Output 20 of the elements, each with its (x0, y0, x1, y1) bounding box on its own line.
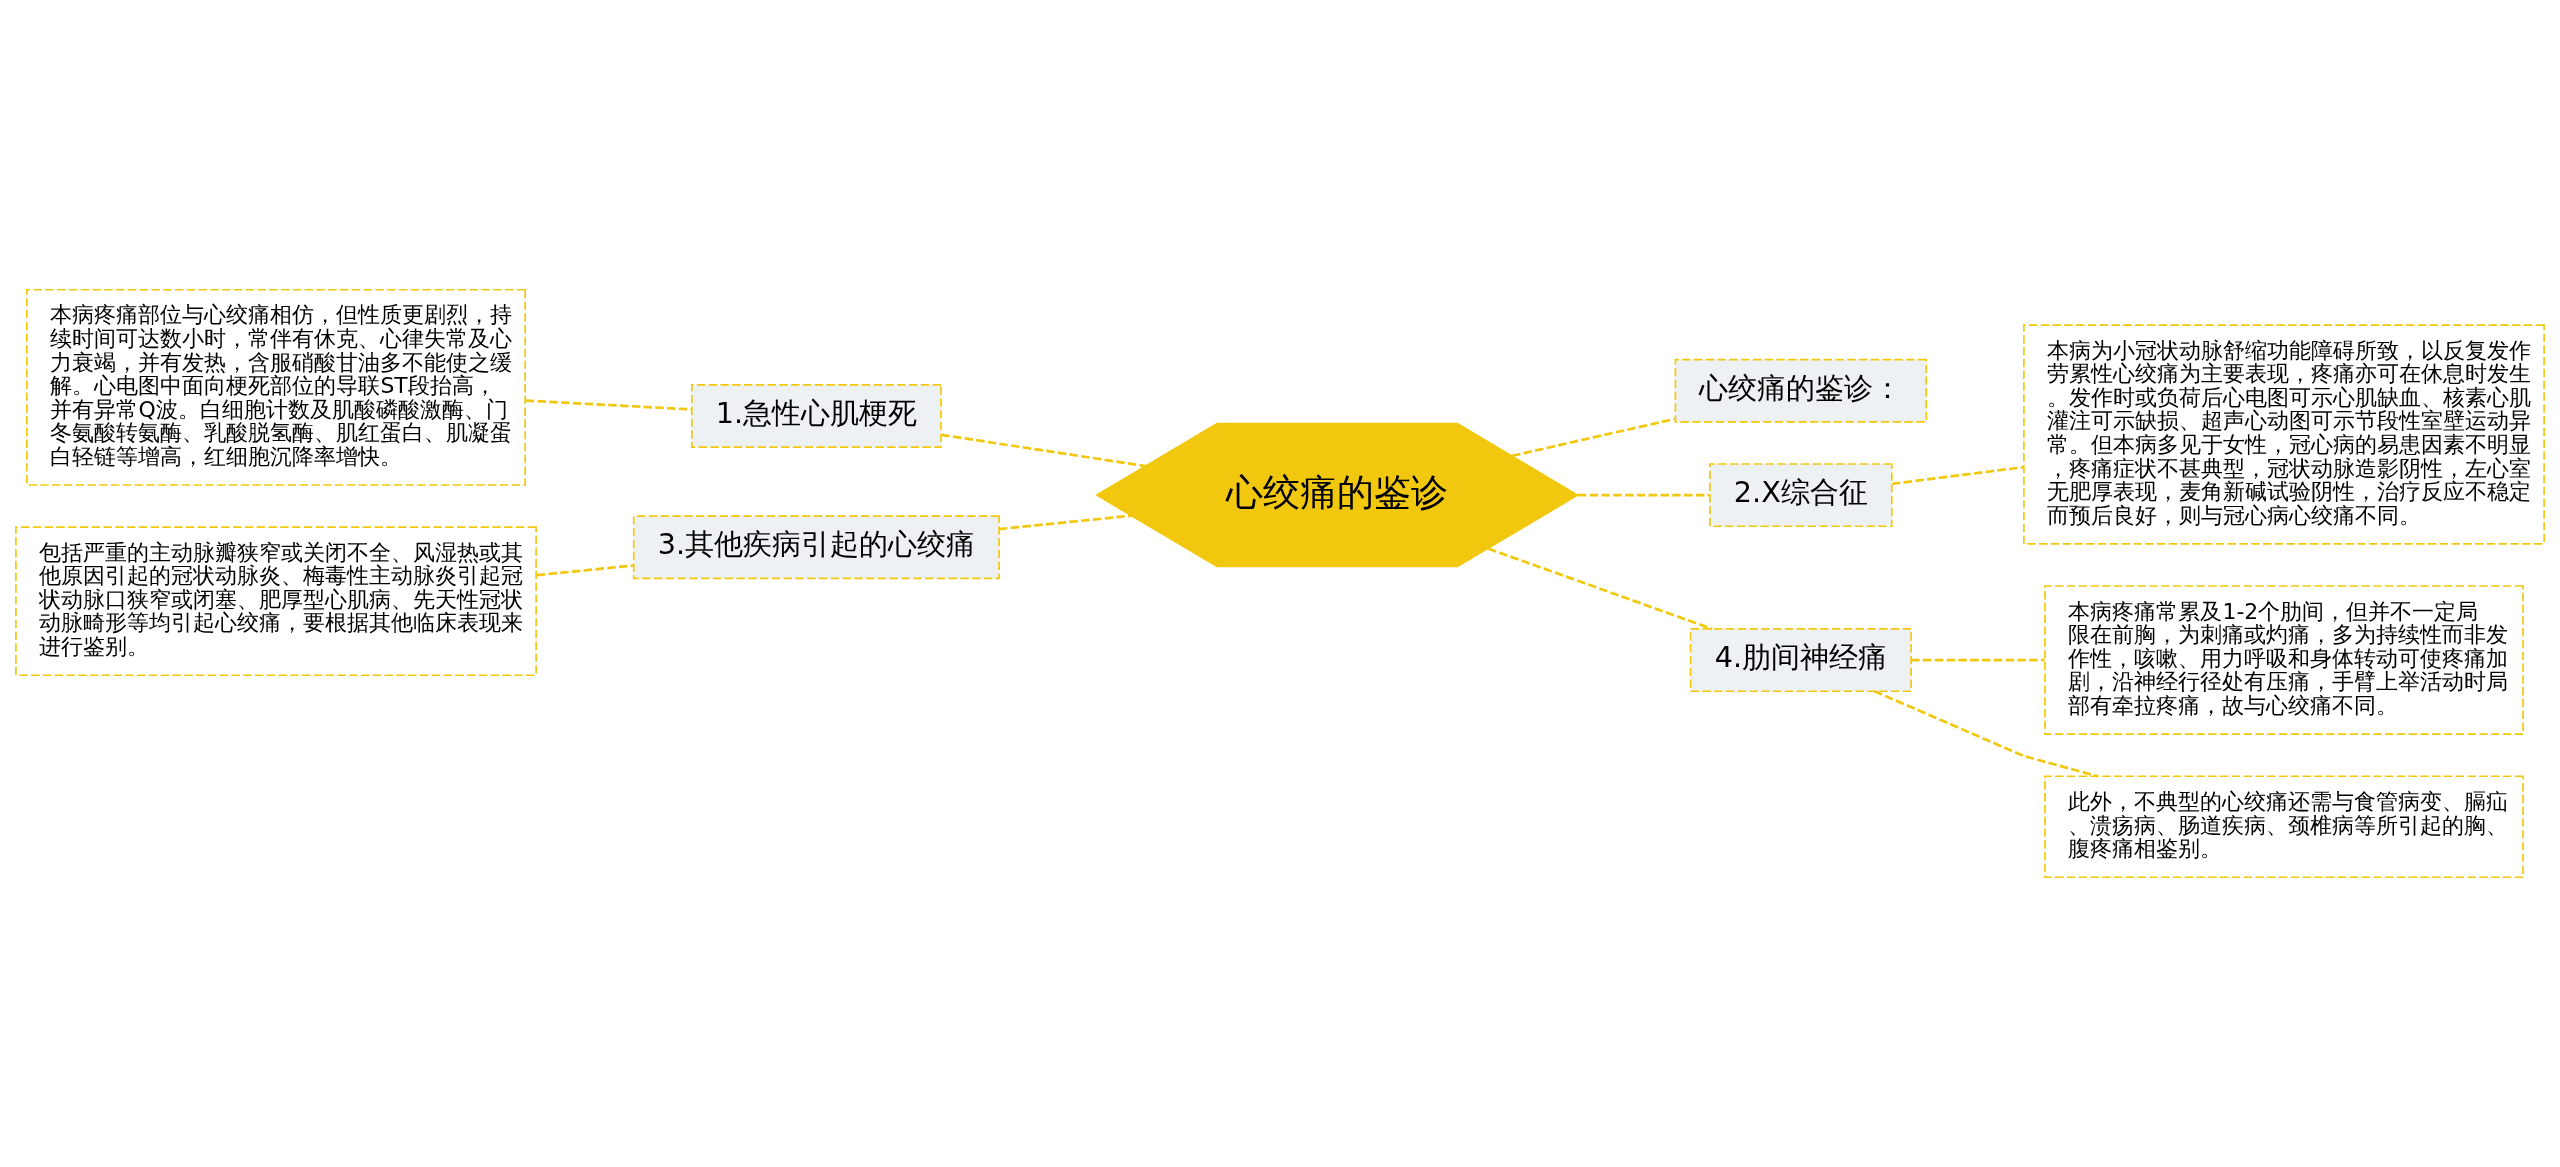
node-box: 此外，不典型的心绞痛还需与食管病变、膈疝、溃疡病、肠道疾病、颈椎病等所引起的胸、腹疼痛相鉴别。 (2044, 775, 2524, 879)
node-box: 本病为小冠状动脉舒缩功能障碍所致，以反复发作劳累性心绞痛为主要表现，疼痛亦可在休息时发生。发作时或负荷后心电图可示心肌缺血、核素心肌灌注可示缺损、超声心动图可示节段性室壁运动异常。但本病多见于女性，冠心病的易患因素不明显，疼痛症状不甚典型，冠状动脉造影阴性，左心室无肥厚表现，麦角新碱试验阴性，治疗反应不稳定而预后良好，则与冠心病心绞痛不同。 (2023, 324, 2545, 545)
node-box: 4.肋间神经痛 (1689, 628, 1912, 693)
connector (1911, 658, 2045, 662)
connector (1511, 417, 1676, 458)
node-box: 本病疼痛常累及1-2个肋间，但并不一定局限在前胸，为刺痛或灼痛，多为持续性而非发作性，咳嗽、用力呼吸和身体转动可使疼痛加剧，沿神经行径处有压痛，手臂上举活动时局部有牵拉疼痛，故与心绞痛不同。 (2044, 585, 2524, 735)
connector (525, 399, 692, 411)
node-box: 心绞痛的鉴诊： (1674, 358, 1928, 423)
node-box: 2.X综合征 (1709, 463, 1893, 528)
node-box: 本病疼痛部位与心绞痛相仿，但性质更剧烈，持续时间可达数小时，常伴有休克、心律失常及心力衰竭，并有发热，含服硝酸甘油多不能使之缓解。心电图中面向梗死部位的导联ST段抬高，并有异常Q波。白细胞计数及肌酸磷酸激酶、门冬氨酸转氨酶、乳酸脱氢酶、肌红蛋白、肌凝蛋白轻链等增高，红细胞沉降率增快。 (26, 288, 526, 486)
connector (998, 514, 1132, 531)
connector (1577, 493, 1710, 497)
connector (536, 564, 634, 577)
node-box: 包括严重的主动脉瓣狭窄或关闭不全、风湿热或其他原因引起的冠状动脉炎、梅毒性主动脉炎引起冠状动脉口狭窄或闭塞、肥厚型心肌病、先天性冠状动脉畸形等均引起心绞痛，要根据其他临床表现来进行鉴别。 (15, 526, 537, 677)
node-box: 3.其他疾病引起的心绞痛 (632, 515, 1000, 580)
node-box: 1.急性心肌梗死 (691, 384, 942, 448)
connector (1487, 547, 1713, 631)
connector (1892, 465, 2025, 486)
connector (1873, 690, 2098, 778)
connector (941, 433, 1146, 468)
